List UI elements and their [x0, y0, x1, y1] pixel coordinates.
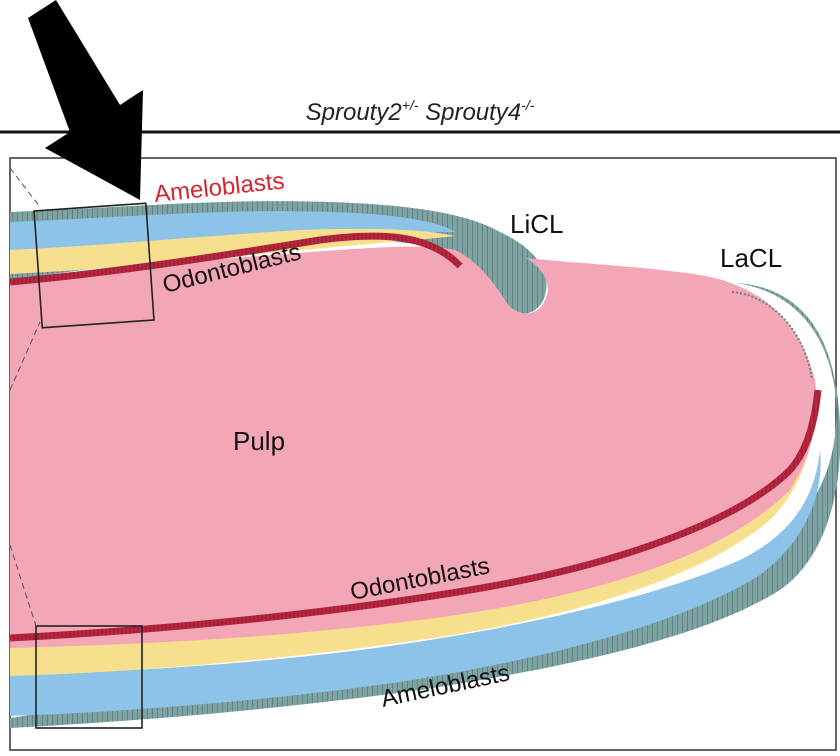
genotype-title: Sprouty2+/- Sprouty4-/-	[306, 97, 535, 126]
label-pulp: Pulp	[233, 426, 285, 456]
genotype-superscript-1: +/-	[402, 97, 419, 113]
genotype-superscript-2: -/-	[521, 97, 535, 113]
label-licl: LiCL	[510, 209, 563, 239]
genotype-gene-1: Sprouty2	[306, 99, 402, 126]
genotype-gene-2: Sprouty4	[425, 99, 521, 126]
label-lacl: LaCL	[720, 243, 782, 273]
